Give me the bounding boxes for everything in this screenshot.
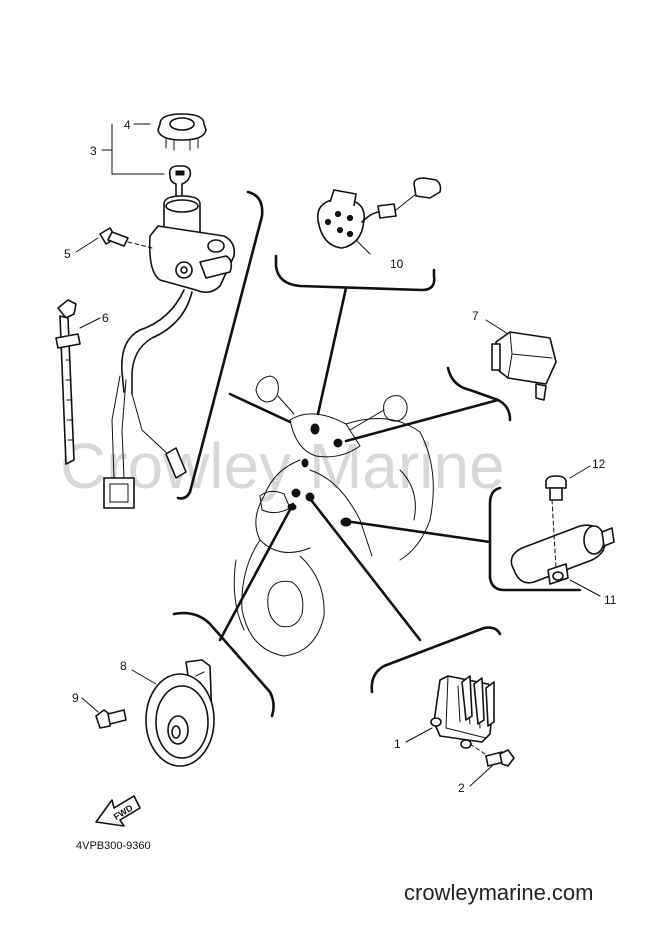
leader-1 bbox=[405, 727, 433, 743]
fwd-arrow-icon: FWD bbox=[95, 795, 141, 827]
connector-bracket bbox=[274, 254, 436, 292]
callout-4: 4 bbox=[124, 118, 131, 132]
connector-10 bbox=[316, 177, 442, 249]
rectifier-bracket bbox=[370, 626, 502, 694]
bracket-right bbox=[488, 486, 582, 592]
callout-6: 6 bbox=[102, 311, 109, 325]
callout-9: 9 bbox=[72, 691, 79, 705]
main-switch-assembly bbox=[103, 113, 236, 509]
rectifier-1 bbox=[430, 675, 495, 757]
sensor-11 bbox=[510, 499, 615, 585]
bolt-5 bbox=[99, 227, 153, 249]
leader-2 bbox=[469, 765, 493, 787]
leader-9 bbox=[81, 697, 99, 713]
bolt-2 bbox=[485, 749, 515, 767]
leader-10 bbox=[355, 239, 371, 255]
leader-7 bbox=[485, 319, 509, 335]
cable-tie-6 bbox=[55, 299, 81, 465]
leader-11 bbox=[569, 579, 601, 597]
callout-11: 11 bbox=[604, 593, 617, 607]
callout-1: 1 bbox=[394, 737, 401, 751]
bolt-9 bbox=[95, 709, 127, 729]
leader-8 bbox=[131, 669, 157, 685]
leader-horn bbox=[218, 502, 295, 642]
relay-7 bbox=[491, 331, 557, 401]
callout-7: 7 bbox=[472, 309, 479, 323]
leader-relay bbox=[344, 398, 500, 443]
leader-12 bbox=[569, 465, 591, 479]
callout-2: 2 bbox=[458, 781, 465, 795]
leader-rectifier bbox=[306, 494, 422, 642]
callout-5: 5 bbox=[64, 247, 71, 261]
leader-switch bbox=[228, 392, 292, 424]
bolt-12 bbox=[545, 475, 567, 501]
callout-8: 8 bbox=[120, 659, 127, 673]
leader-5 bbox=[75, 237, 99, 253]
relay-bracket bbox=[446, 366, 512, 422]
leader-3-bracket bbox=[111, 123, 165, 175]
horn-8 bbox=[145, 659, 215, 767]
leader-right bbox=[350, 520, 492, 544]
horn-bracket bbox=[172, 611, 275, 718]
callout-3: 3 bbox=[90, 144, 97, 158]
site-url: crowleymarine.com bbox=[404, 880, 594, 905]
callout-10: 10 bbox=[390, 257, 404, 271]
callout-12: 12 bbox=[592, 457, 606, 471]
leader-connector bbox=[316, 286, 348, 416]
scooter-outline bbox=[233, 375, 434, 657]
main-switch-bracket bbox=[176, 190, 264, 500]
leader-6 bbox=[79, 317, 101, 329]
diagram-code: 4VPB300-9360 bbox=[76, 840, 151, 852]
